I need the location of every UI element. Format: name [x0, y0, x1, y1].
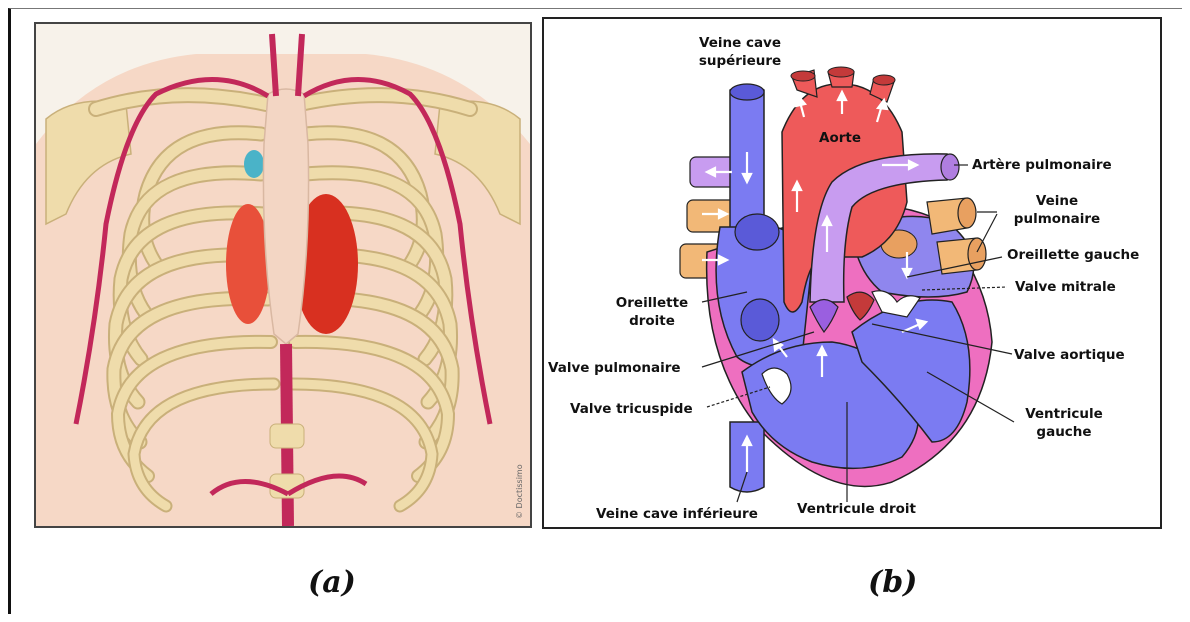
aortic-branch-2-opening [828, 67, 854, 77]
sternum [263, 89, 308, 344]
label-oreillette-droite-l1: Oreillette [616, 295, 688, 311]
label-valve-pulmonaire: Valve pulmonaire [548, 360, 681, 376]
image-watermark: © Doctissimo [515, 464, 524, 519]
label-ventricule-droit: Ventricule droit [797, 501, 917, 517]
aortic-branch-3-opening [873, 75, 895, 85]
aortic-branch-1-opening [791, 71, 815, 81]
label-valve-mitrale: Valve mitrale [1015, 279, 1116, 295]
label-veine-cave-superieure-l2: supérieure [699, 53, 781, 69]
label-veine-cave-superieure-l1: Veine cave [699, 35, 781, 51]
heart-diagram-svg: Veine cave supérieure Aorte Artère pulmo… [544, 19, 1160, 527]
label-ventricule-gauche-l2: gauche [1036, 424, 1091, 440]
label-veine-pulmonaire-l1: Veine [1036, 193, 1078, 209]
right-carotid-artery [298, 34, 302, 96]
label-aorte: Aorte [819, 130, 861, 146]
label-oreillette-gauche: Oreillette gauche [1007, 247, 1139, 263]
label-ventricule-gauche-l1: Ventricule [1025, 406, 1103, 422]
pulmonary-artery-opening [941, 154, 959, 180]
label-oreillette-droite-l2: droite [629, 313, 675, 329]
vertebra [270, 424, 304, 448]
label-veine-pulmonaire-l2: pulmonaire [1014, 211, 1100, 227]
panel-a-thorax-illustration: © Doctissimo [34, 22, 532, 528]
label-veine-cave-inferieure: Veine cave inférieure [596, 506, 758, 522]
vena-cava-glimpse [244, 150, 264, 178]
panel-b-heart-diagram: Veine cave supérieure Aorte Artère pulmo… [542, 17, 1162, 529]
label-valve-tricuspide: Valve tricuspide [570, 401, 693, 417]
left-carotid-artery [272, 34, 276, 96]
caption-panel-b: (b) [868, 565, 917, 600]
label-artere-pulmonaire: Artère pulmonaire [972, 157, 1112, 173]
coronary-sinus [741, 299, 779, 341]
caption-panel-a: (a) [308, 565, 356, 600]
label-valve-aortique: Valve aortique [1014, 347, 1125, 363]
thorax-drawing: © Doctissimo [36, 24, 530, 526]
sinus-node-region [735, 214, 779, 250]
superior-vena-cava-opening [730, 84, 764, 100]
